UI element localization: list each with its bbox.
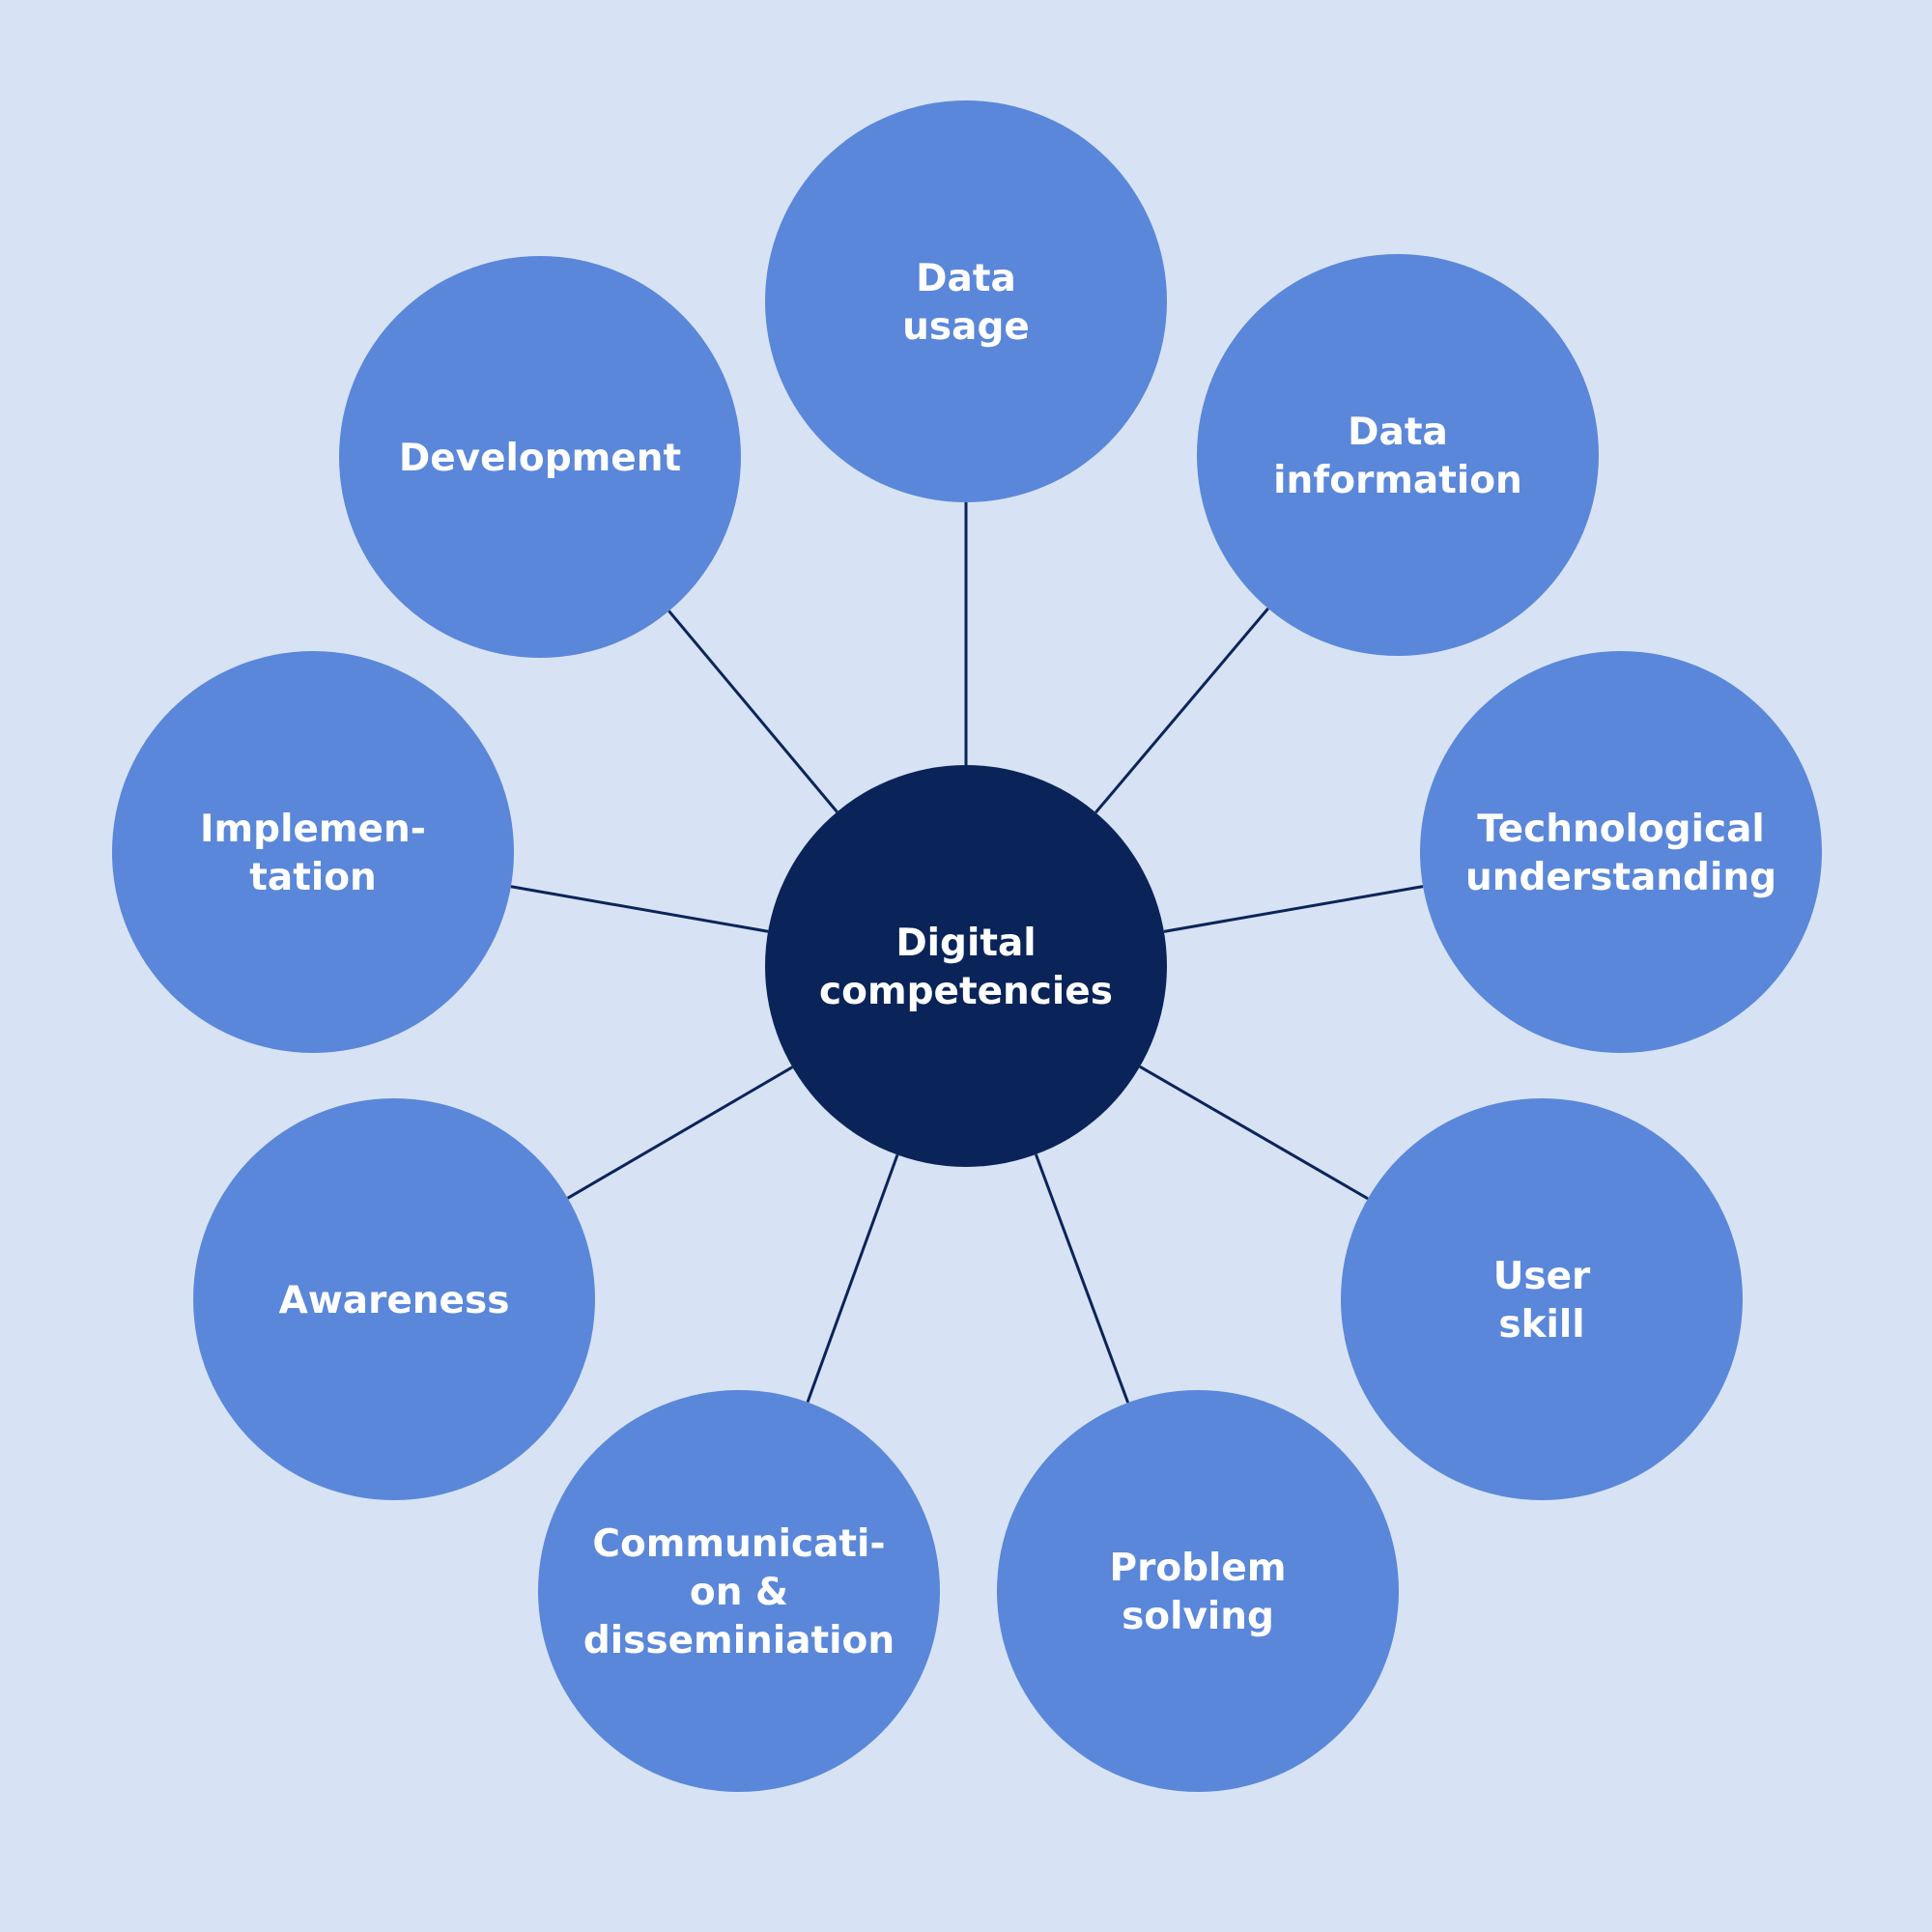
node-label-awareness: Awareness	[279, 1279, 510, 1322]
node-label-problem-solving: Problem solving	[1110, 1547, 1287, 1638]
node-problem-solving: Problem solving	[997, 1390, 1399, 1792]
node-label-user-skill: User skill	[1493, 1255, 1591, 1347]
label-line: Data	[1348, 411, 1448, 454]
node-circle-communication-dissemination	[538, 1390, 940, 1792]
node-user-skill: User skill	[1341, 1098, 1743, 1500]
node-label-data-information: Data information	[1273, 411, 1522, 502]
connector-awareness	[566, 1065, 794, 1200]
node-label-development: Development	[399, 437, 681, 480]
center-node: Digital competencies	[765, 765, 1167, 1167]
node-awareness: Awareness	[193, 1098, 595, 1500]
label-line: competencies	[819, 970, 1113, 1013]
connector-user-skill	[1139, 1065, 1369, 1201]
node-circle-data-information	[1197, 254, 1599, 656]
connector-problem-solving	[1034, 1153, 1130, 1404]
node-implementation: Implemen-tation	[112, 651, 514, 1053]
connector-development	[668, 610, 838, 813]
node-circle-development	[339, 256, 741, 658]
node-label-data-usage: Data usage	[902, 257, 1030, 349]
center-circle	[765, 765, 1167, 1167]
node-data-information: Data information	[1197, 254, 1599, 656]
node-circle-problem-solving	[997, 1390, 1399, 1792]
node-label-implementation: Implemen-tation	[200, 808, 426, 899]
node-circle-technological-understanding	[1420, 651, 1822, 1053]
connector-communication-dissemination	[806, 1153, 899, 1404]
node-circle-user-skill	[1341, 1098, 1743, 1500]
connector-technological-understanding	[1163, 885, 1424, 933]
connector-data-information	[1094, 607, 1269, 814]
label-line: tation	[249, 856, 377, 899]
label-line: Development	[399, 437, 681, 480]
label-line: Data	[916, 257, 1016, 300]
label-line: on &	[690, 1571, 788, 1614]
node-technological-understanding: Technological understanding	[1420, 651, 1822, 1053]
label-line: understanding	[1465, 856, 1776, 899]
node-data-usage: Data usage	[765, 100, 1167, 502]
connectors	[510, 502, 1424, 1404]
label-line: Implemen-	[200, 808, 426, 851]
label-line: information	[1273, 459, 1522, 502]
label-line: Problem	[1110, 1547, 1287, 1590]
node-development: Development	[339, 256, 741, 658]
node-label-technological-understanding: Technological understanding	[1465, 808, 1776, 899]
label-line: usage	[902, 305, 1030, 349]
label-line: solving	[1122, 1595, 1274, 1638]
label-line: User	[1493, 1255, 1591, 1298]
node-communication-dissemination: Communicati-on & disseminiation	[538, 1390, 940, 1792]
node-circle-data-usage	[765, 100, 1167, 502]
connector-implementation	[510, 885, 769, 933]
label-line: disseminiation	[583, 1619, 895, 1662]
node-circle-implementation	[112, 651, 514, 1053]
label-line: Technological	[1477, 808, 1765, 851]
node-label-communication-dissemination: Communicati-on & disseminiation	[583, 1522, 895, 1662]
label-line: Digital	[895, 922, 1036, 965]
label-line: Communicati-	[592, 1522, 885, 1566]
node-circle-awareness	[193, 1098, 595, 1500]
center-label: Digital competencies	[819, 922, 1113, 1013]
label-line: Awareness	[279, 1279, 510, 1322]
label-line: skill	[1498, 1303, 1584, 1347]
